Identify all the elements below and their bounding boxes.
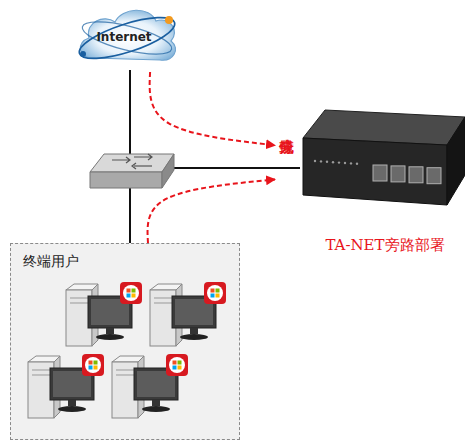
network-wire: [166, 167, 300, 169]
computer-icon: [150, 282, 226, 346]
internet-cloud: Internet: [72, 0, 182, 72]
computer-icon: [112, 354, 188, 418]
mirror-traffic-arrow: [150, 72, 275, 145]
switch-symbol: [90, 154, 174, 188]
user-group-box: 终端用户: [10, 243, 240, 440]
computer-icon: [66, 282, 142, 346]
computer-icon: [28, 354, 104, 418]
ta-net-device: TA-NET旁路部署: [275, 105, 465, 260]
device-caption: TA-NET旁路部署: [305, 236, 465, 255]
network-wire: [129, 70, 131, 156]
node-label: Internet: [72, 30, 176, 44]
mirror-traffic-arrow: [148, 179, 275, 243]
network-wire: [129, 186, 131, 244]
group-title: 终端用户: [23, 253, 143, 271]
